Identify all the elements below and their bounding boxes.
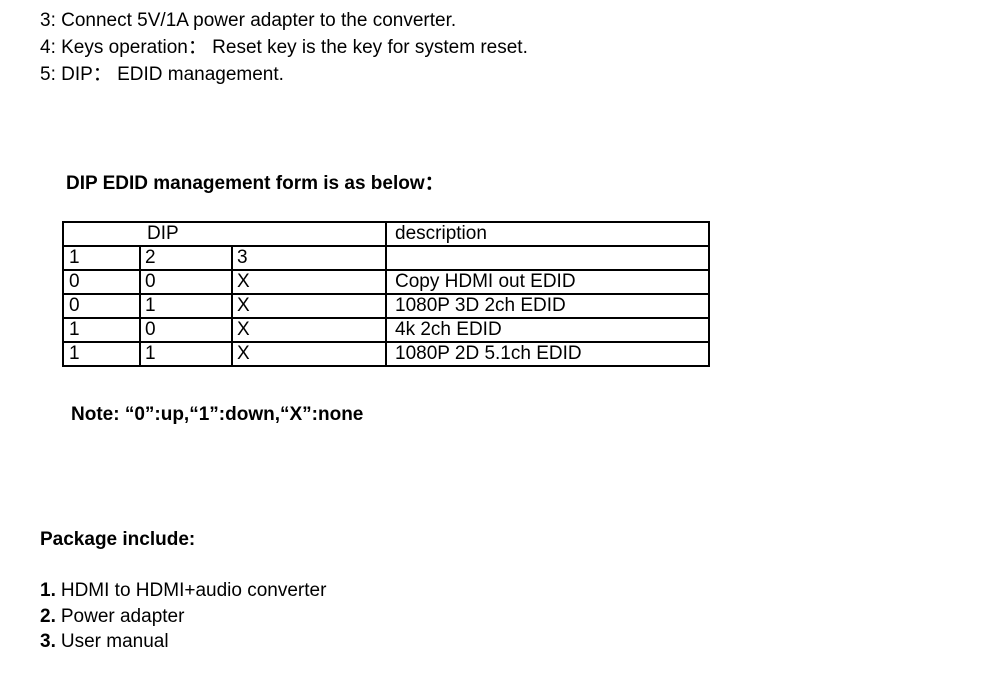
table-cell-dip2: 1: [139, 293, 233, 319]
table-cell-dip1: 0: [62, 269, 141, 295]
package-item: 3.User manual: [40, 629, 326, 655]
table-cell-dip1: 0: [62, 293, 141, 319]
package-item-number: 3.: [40, 631, 56, 652]
instructions-block: 3: Connect 5V/1A power adapter to the co…: [40, 7, 528, 88]
package-heading: Package include:: [40, 529, 196, 550]
table-cell-dip3: X: [230, 269, 388, 295]
instruction-line-4: 4: Keys operation： Reset key is the key …: [40, 37, 528, 58]
table-cell-description: 1080P 2D 5.1ch EDID: [385, 341, 711, 367]
table-cell-description: [385, 245, 711, 271]
table-cell-dip2: 0: [139, 269, 233, 295]
table-header-description: description: [385, 221, 711, 247]
package-item-text: User manual: [60, 631, 169, 652]
dip-form-heading: DIP EDID management form is as below：: [66, 173, 444, 194]
table-row: 0 0 X Copy HDMI out EDID: [62, 269, 711, 295]
table-row: 1 0 X 4k 2ch EDID: [62, 317, 711, 343]
table-cell-dip1: 1: [62, 317, 141, 343]
table-row: 0 1 X 1080P 3D 2ch EDID: [62, 293, 711, 319]
table-cell-description: 1080P 3D 2ch EDID: [385, 293, 711, 319]
table-header-dip: DIP: [61, 221, 388, 247]
table-cell-dip3: X: [230, 341, 388, 367]
dip-edid-table: DIP description 1 2 3 0 0 X Copy HDMI ou…: [61, 221, 711, 367]
dip-note: Note: “0”:up,“1”:down,“X”:none: [71, 404, 364, 425]
table-cell-description: 4k 2ch EDID: [385, 317, 711, 343]
package-item-number: 1.: [40, 580, 56, 601]
instruction-line-3: 3: Connect 5V/1A power adapter to the co…: [40, 10, 457, 31]
table-cell-dip1: 1: [62, 245, 141, 271]
table-cell-dip3: X: [230, 293, 388, 319]
package-item-text: Power adapter: [60, 605, 185, 627]
package-item: 1.HDMI to HDMI+audio converter: [40, 578, 326, 604]
package-list: 1.HDMI to HDMI+audio converter 2.Power a…: [40, 578, 326, 655]
instruction-line-5: 5: DIP： EDID management.: [40, 64, 284, 85]
table-cell-dip2: 1: [139, 341, 233, 367]
package-item-number: 2.: [40, 605, 56, 627]
table-row: 1 1 X 1080P 2D 5.1ch EDID: [62, 341, 711, 367]
table-cell-dip2: 2: [139, 245, 233, 271]
package-item-text: HDMI to HDMI+audio converter: [60, 580, 327, 601]
table-header-row: DIP description: [61, 221, 711, 247]
table-cell-description: Copy HDMI out EDID: [385, 269, 711, 295]
table-cell-dip1: 1: [62, 341, 141, 367]
table-cell-dip3: X: [230, 317, 388, 343]
table-cell-dip2: 0: [139, 317, 233, 343]
table-row: 1 2 3: [62, 245, 711, 271]
table-cell-dip3: 3: [230, 245, 388, 271]
package-item: 2.Power adapter: [40, 604, 326, 630]
